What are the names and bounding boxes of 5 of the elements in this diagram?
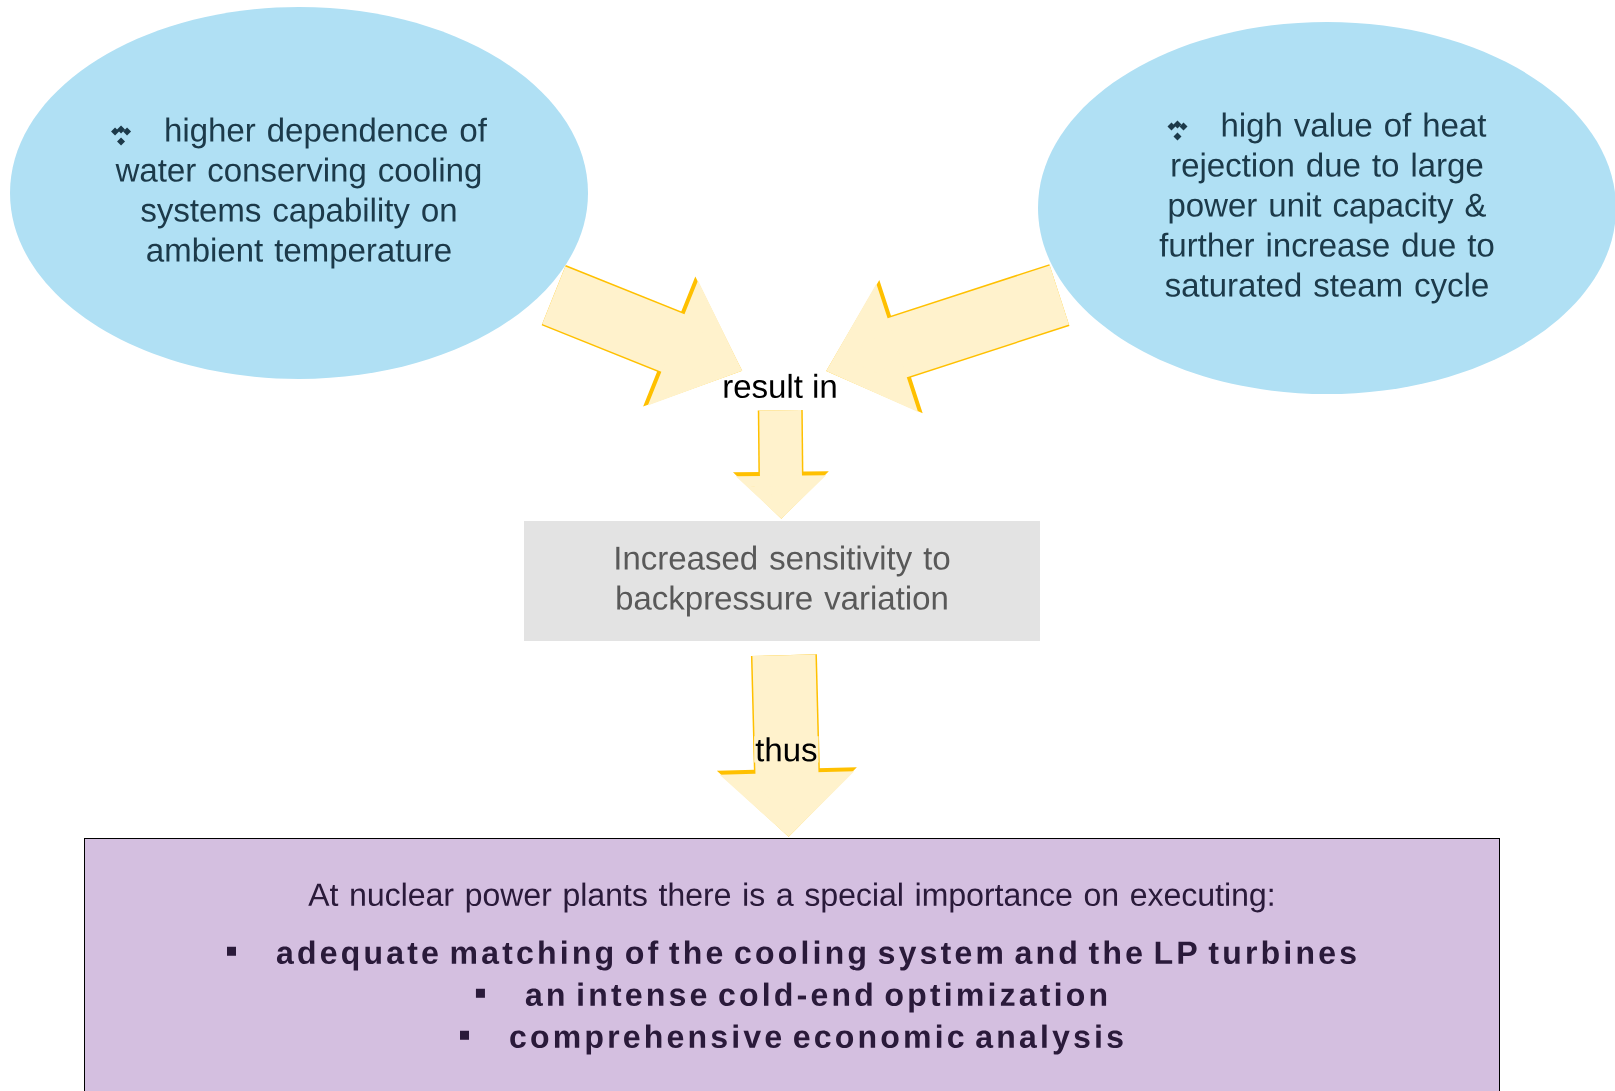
edge-label: thus (754, 736, 819, 763)
connector-label: result in (724, 373, 836, 399)
result-box: Increased sensitivity to backpressure variation (524, 521, 1040, 641)
conclusion-box: At nuclear power plants there is a special importance on executing: adequate matching of the cooling system and the LP turbines an intense cold-end optimization comprehensive economic analysis (84, 838, 1500, 1091)
ellipse-node: higher dependence of water conserving cooling systems capability on ambient temperature (10, 7, 588, 379)
